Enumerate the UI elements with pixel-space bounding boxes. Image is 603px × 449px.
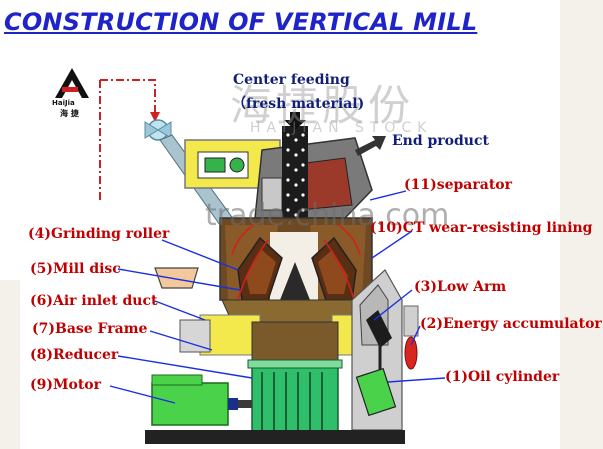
grinding-roller-right [311, 236, 357, 301]
feed-down-arrow-icon [284, 112, 306, 130]
label-separator: (11)separator [404, 177, 513, 193]
rotary-valve-icon [144, 119, 172, 141]
company-logo-icon [55, 68, 89, 98]
feed-label-line1: Center feeding [233, 72, 350, 88]
logo-subtext: 海 捷 [60, 109, 79, 118]
feed-arrow-icon [150, 112, 160, 122]
airflow-arrows [231, 224, 361, 301]
trade-watermark: trade.china.com [205, 198, 450, 233]
feed-route-line [99, 79, 156, 200]
feed-label-line2: （fresh material) [232, 96, 365, 112]
grinding-roller-left [237, 236, 283, 301]
logo-text: HaiJia [52, 99, 75, 107]
leader-lines [109, 190, 446, 404]
air-inlet-hopper [154, 267, 211, 353]
label-energy-accumulator: (2)Energy accumulator [420, 316, 602, 332]
label-reducer: (8)Reducer [30, 347, 119, 363]
material-cone [280, 262, 310, 300]
label-base-frame: (7)Base Frame [32, 321, 148, 337]
energy-accumulator [404, 336, 418, 370]
oil-cylinder [355, 367, 397, 417]
label-mill-disc: (5)Mill disc [30, 261, 121, 277]
accumulator-bracket [403, 305, 419, 337]
brand-watermark-cn: 海捷股份 [230, 81, 415, 130]
label-wear-lining: (10)CT wear-resisting lining [370, 220, 593, 236]
right-decor-strip [560, 0, 603, 449]
label-low-arm: (3)Low Arm [414, 279, 507, 295]
brand-watermark-en: HAIJIAN STOCK [250, 120, 433, 136]
label-motor: (9)Motor [30, 377, 102, 393]
page-title: CONSTRUCTION OF VERTICAL MILL [4, 8, 478, 36]
end-product-label: End product [392, 133, 489, 149]
foundation [145, 430, 405, 444]
label-air-inlet-duct: (6)Air inlet duct [30, 293, 158, 309]
motor [151, 374, 252, 426]
reducer [247, 359, 343, 436]
label-oil-cylinder: (1)Oil cylinder [445, 369, 560, 385]
end-product-arrow-icon [355, 136, 386, 156]
left-decor-strip [0, 280, 20, 449]
label-grinding-roller: (4)Grinding roller [28, 226, 170, 242]
